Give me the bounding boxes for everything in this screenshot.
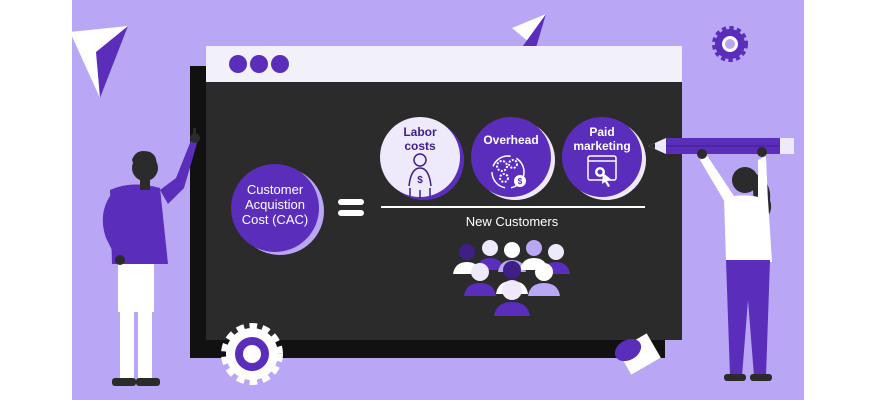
cac-label: Customer Acquistion Cost (CAC): [231, 182, 319, 228]
cac-circle: [231, 164, 319, 252]
cac-label-line: Customer: [246, 182, 304, 197]
svg-text:$: $: [518, 177, 523, 186]
labor-label: Labor costs: [385, 125, 455, 154]
paper-plane-left: [70, 26, 128, 98]
overhead-label-line: Overhead: [483, 133, 539, 147]
marketing-label-line: marketing: [573, 138, 631, 153]
gears-cycle-money-icon: $: [491, 155, 526, 189]
new-customers-label: New Customers: [465, 214, 559, 229]
cac-label-line: Acquistion: [245, 196, 305, 212]
labor-label-line: Labor: [403, 125, 437, 139]
people-group-icon: [453, 240, 570, 316]
paper-plane-top: [512, 14, 546, 50]
marketing-label-line: Paid: [589, 125, 615, 139]
worker-money-icon: $: [408, 153, 432, 198]
person-right: [697, 147, 772, 381]
labor-bubble: [380, 117, 464, 200]
marketing-label: Paid marketing: [562, 125, 642, 154]
gear-icon-small: [712, 26, 748, 62]
browser-click-icon: [587, 155, 617, 187]
cac-label-line: Cost (CAC): [241, 211, 309, 227]
equals-sign: [338, 199, 364, 216]
window-dot: [250, 55, 268, 73]
cylinder-shape: [614, 333, 661, 375]
labor-label-line: costs: [404, 138, 436, 153]
person-left: [102, 128, 200, 386]
svg-text:$: $: [417, 175, 423, 186]
overhead-label: Overhead: [476, 133, 546, 148]
window-dot: [229, 55, 247, 73]
window-dot: [271, 55, 289, 73]
marketing-bubble: [562, 117, 646, 200]
gear-icon-large: [221, 323, 283, 385]
pencil: [648, 138, 794, 154]
